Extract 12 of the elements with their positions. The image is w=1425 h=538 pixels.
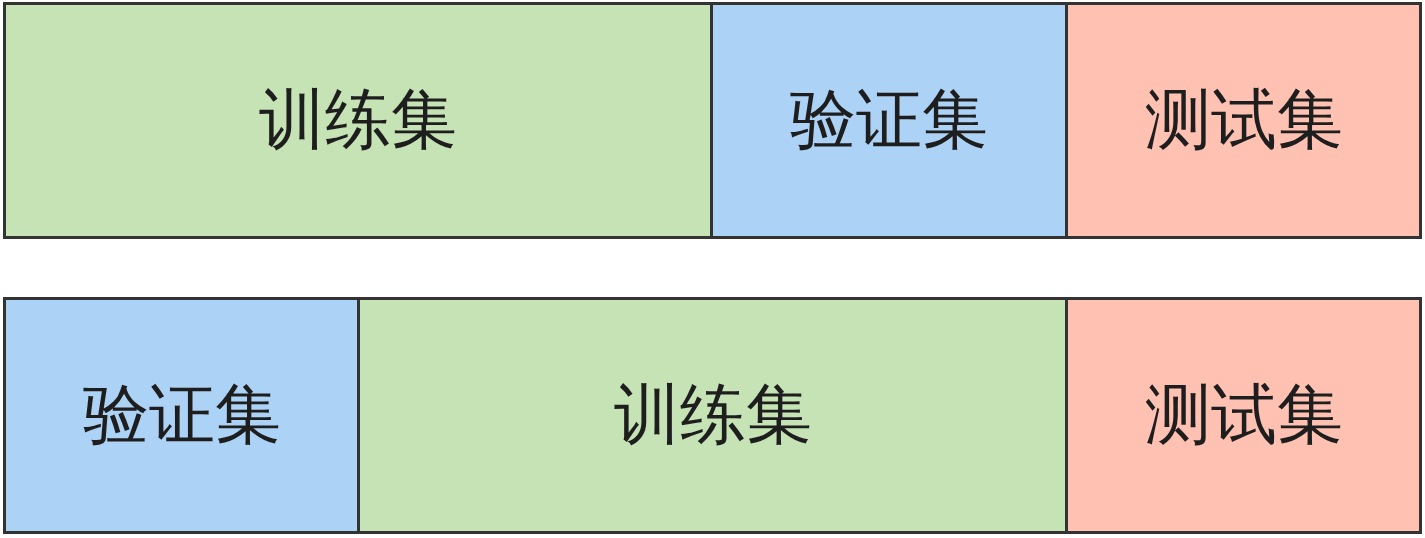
dataset-segment [1068,297,1422,534]
dataset-segment [3,297,360,534]
dataset-segment [1068,2,1422,239]
segment-label: 验证集 [790,84,988,157]
dataset-segment [713,2,1068,239]
segment-label: 验证集 [82,379,281,452]
dataset-segment [360,297,1068,534]
dataset-segment [3,2,713,239]
segment-label: 训练集 [259,84,457,157]
segment-label: 训练集 [613,379,812,452]
segment-label: 测试集 [1144,84,1343,157]
segment-label: 测试集 [1144,379,1343,452]
